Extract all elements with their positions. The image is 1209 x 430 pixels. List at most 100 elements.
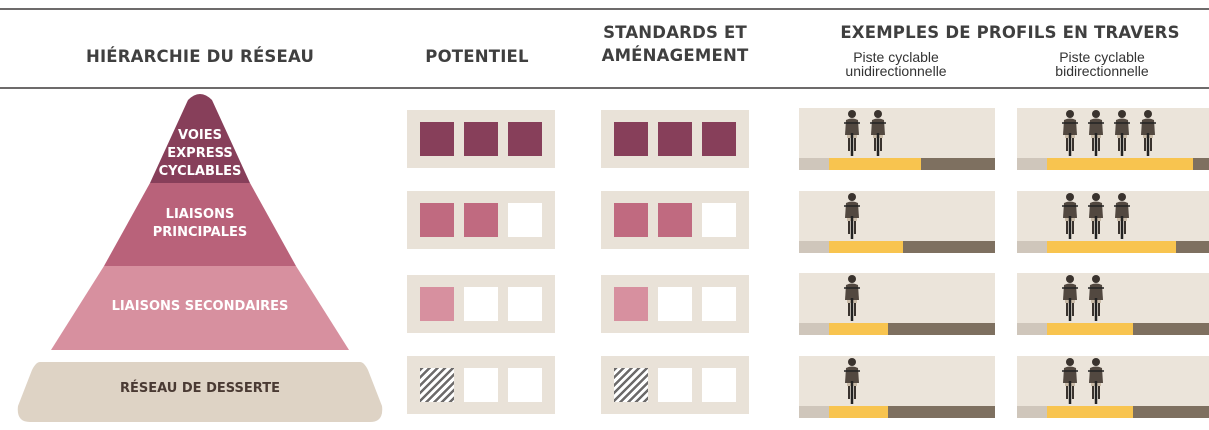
cyclist (1059, 357, 1081, 410)
standards-square-filled (614, 203, 648, 237)
bike-lane-segment (1047, 323, 1133, 335)
profile-bi-express (1017, 108, 1209, 170)
road-segment (921, 158, 995, 170)
cyclist-icon (1088, 275, 1104, 321)
tier-label-desserte: RÉSEAU DE DESSERTE (120, 381, 280, 396)
cyclist-icon (1140, 110, 1156, 156)
hierarchy-pyramid (17, 94, 383, 422)
cyclist (1085, 357, 1107, 410)
cyclist-icon (1088, 193, 1104, 239)
profile-bi-desserte (1017, 356, 1209, 418)
potential-row-express (407, 110, 555, 168)
header-potential: POTENTIEL (425, 47, 529, 66)
road-segment (1176, 241, 1209, 253)
road-segment (903, 241, 995, 253)
tier-label-express-3: CYCLABLES (158, 164, 242, 179)
standards-row-principal (601, 191, 749, 249)
bike-lane-segment (829, 406, 888, 418)
cyclist (1059, 109, 1081, 162)
cyclist (1059, 274, 1081, 327)
cyclist-icon (1088, 358, 1104, 404)
profile-bi-secondary (1017, 273, 1209, 335)
cyclist-icon (1088, 110, 1104, 156)
tier-label-secondary: LIAISONS SECONDAIRES (111, 299, 289, 314)
header-hierarchy: HIÉRARCHIE DU RÉSEAU (85, 47, 315, 66)
cyclist (841, 357, 863, 410)
potential-square-empty (508, 203, 542, 237)
standards-square-filled (658, 203, 692, 237)
standards-square-filled (614, 287, 648, 321)
bike-lane-segment (1047, 158, 1193, 170)
cyclist-icon (1114, 110, 1130, 156)
potential-square-filled (420, 287, 454, 321)
potential-square-filled (464, 122, 498, 156)
standards-row-desserte (601, 356, 749, 414)
standards-square-empty (702, 287, 736, 321)
pyramid-tier-desserte (17, 362, 383, 422)
bike-lane-segment (1047, 241, 1176, 253)
cyclist-icon (1062, 110, 1078, 156)
potential-row-desserte (407, 356, 555, 414)
potential-square-filled (508, 122, 542, 156)
sidewalk-segment (1017, 406, 1047, 418)
subheader-uni-line2: unidirectionnelle (845, 63, 947, 79)
cyclist-icon (844, 275, 860, 321)
potential-square-filled (464, 203, 498, 237)
potential-row-secondary (407, 275, 555, 333)
profile-uni-secondary (799, 273, 995, 335)
cyclist-icon (1062, 193, 1078, 239)
cyclist-icon (844, 110, 860, 156)
standards-square-hatched (614, 368, 648, 402)
potential-square-hatched (420, 368, 454, 402)
potential-row-principal (407, 191, 555, 249)
sidewalk-segment (799, 323, 829, 335)
cyclist (867, 109, 889, 162)
pyramid-tier-express (150, 94, 250, 183)
profile-uni-desserte (799, 356, 995, 418)
standards-square-empty (658, 368, 692, 402)
road-segment (1133, 406, 1209, 418)
cyclist-icon (844, 193, 860, 239)
standards-square-filled (702, 122, 736, 156)
standards-row-secondary (601, 275, 749, 333)
standards-square-empty (658, 287, 692, 321)
potential-square-filled (420, 203, 454, 237)
sidewalk-segment (1017, 241, 1047, 253)
potential-square-filled (420, 122, 454, 156)
cyclist (841, 192, 863, 245)
potential-square-empty (508, 287, 542, 321)
standards-square-empty (702, 368, 736, 402)
subheader-bi-line1: Piste cyclable (1059, 49, 1145, 65)
sidewalk-segment (799, 241, 829, 253)
bike-lane-segment (1047, 406, 1133, 418)
header-standards-line2: AMÉNAGEMENT (601, 46, 749, 65)
pyramid-tier-secondary (51, 266, 349, 350)
cyclist (1085, 274, 1107, 327)
tier-label-express-1: VOIES (178, 128, 222, 143)
profile-bi-principal (1017, 191, 1209, 253)
header-examples: EXEMPLES DE PROFILS EN TRAVERS (840, 23, 1180, 42)
pyramid-tier-principal (104, 183, 296, 266)
bike-lane-segment (829, 241, 903, 253)
top-rule (0, 8, 1209, 10)
profile-uni-principal (799, 191, 995, 253)
standards-square-filled (614, 122, 648, 156)
potential-square-empty (464, 287, 498, 321)
standards-square-filled (658, 122, 692, 156)
tier-label-principal-1: LIAISONS (165, 207, 235, 222)
cyclist-icon (1062, 275, 1078, 321)
road-segment (888, 406, 995, 418)
cyclist (841, 109, 863, 162)
road-segment (1193, 158, 1209, 170)
road-segment (1133, 323, 1209, 335)
cyclist-icon (1062, 358, 1078, 404)
bike-lane-segment (829, 158, 921, 170)
cyclist-icon (870, 110, 886, 156)
standards-square-empty (702, 203, 736, 237)
tier-label-principal-2: PRINCIPALES (152, 225, 248, 240)
cyclist (1085, 192, 1107, 245)
header-standards-line1: STANDARDS ET (603, 23, 747, 42)
potential-square-empty (464, 368, 498, 402)
subheader-bi-line2: bidirectionnelle (1055, 63, 1149, 79)
bike-lane-segment (829, 323, 888, 335)
